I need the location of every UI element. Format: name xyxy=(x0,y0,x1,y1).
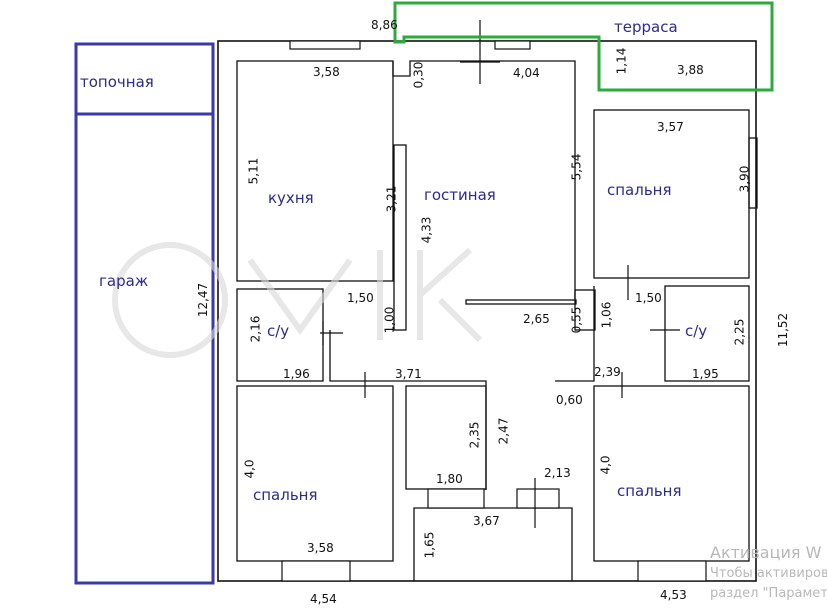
dim-label: 11,52 xyxy=(776,312,791,348)
dim-label: 3,58 xyxy=(307,541,334,555)
dim-label: 2,65 xyxy=(523,312,550,326)
dim-label: 3,21 xyxy=(384,185,399,213)
dim-label: 12,47 xyxy=(196,282,211,318)
room-label-bedroom-ne: спальня xyxy=(607,181,672,199)
bedroom-se-walls xyxy=(593,385,750,562)
dim-label: 4,54 xyxy=(310,592,337,606)
dim-label: 1,80 xyxy=(436,472,463,486)
dim-label: 3,58 xyxy=(313,65,340,79)
window-closet xyxy=(427,488,485,509)
dim-label: 3,67 xyxy=(473,514,500,528)
dim-label: 0,60 xyxy=(556,393,583,407)
room-label-kitchen: кухня xyxy=(268,189,314,207)
room-label-boiler: топочная xyxy=(80,73,154,91)
room-label-bathroom-left: с/у xyxy=(267,322,290,340)
dim-label: 3,90 xyxy=(737,165,752,193)
room-label-garage: гараж xyxy=(99,272,149,290)
window-kitchen xyxy=(289,40,361,50)
dim-label: 3,88 xyxy=(677,63,704,77)
living-top-wall xyxy=(392,60,576,300)
dim-label: 2,47 xyxy=(496,417,511,445)
dim-label: 1,65 xyxy=(422,531,437,559)
dim-label: 2,35 xyxy=(467,421,482,449)
dim-label: 3,57 xyxy=(657,120,684,134)
activation-watermark-line: раздел "Парамет xyxy=(710,586,827,601)
terrace-outline xyxy=(393,1,774,92)
dim-label: 5,11 xyxy=(246,157,261,185)
dim-label: 2,16 xyxy=(248,315,263,343)
garage-room-outline xyxy=(74,112,215,585)
closet-wall xyxy=(574,289,596,331)
dim-label: 1,14 xyxy=(614,47,629,75)
dim-label: 1,06 xyxy=(599,301,614,329)
dim-label: 8,86 xyxy=(371,18,398,32)
window-east xyxy=(748,137,758,209)
hall-wall-right xyxy=(555,286,595,382)
dim-label: 1,96 xyxy=(283,367,310,381)
window-se xyxy=(637,560,707,582)
activation-watermark-line: Чтобы активиров xyxy=(710,566,827,581)
dim-label: 0,30 xyxy=(411,61,426,89)
dim-label: 2,39 xyxy=(594,365,621,379)
door-entry xyxy=(516,488,560,509)
outer-wall-outer xyxy=(217,40,757,582)
dim-label: 0,55 xyxy=(569,306,584,334)
hall-wall xyxy=(329,330,487,490)
outer-walls xyxy=(217,40,757,582)
dim-label: 4,33 xyxy=(419,216,434,244)
dim-label: 1,50 xyxy=(635,291,662,305)
window-living xyxy=(494,40,531,50)
vestibule-walls xyxy=(413,507,573,581)
dim-label: 4,0 xyxy=(242,459,257,479)
central-partition xyxy=(393,144,407,331)
activation-watermark-title: Активация W xyxy=(710,543,822,562)
dim-label: 1,95 xyxy=(692,367,719,381)
dim-label: 2,25 xyxy=(732,318,747,346)
window-sw xyxy=(281,560,351,582)
room-label-terrace: терраса xyxy=(614,18,678,36)
door-marks xyxy=(320,20,680,528)
living-bottom-partition xyxy=(465,299,577,305)
dim-label: 2,13 xyxy=(544,466,571,480)
dim-label: 1,50 xyxy=(347,291,374,305)
kitchen-walls xyxy=(236,60,394,282)
bedroom-sw-walls xyxy=(236,385,394,562)
dim-label: 4,0 xyxy=(598,455,613,475)
watermark-logo xyxy=(112,242,483,358)
room-label-bedroom-se: спальня xyxy=(617,482,682,500)
room-label-living: гостиная xyxy=(424,186,496,204)
room-label-bathroom-right: с/у xyxy=(685,322,708,340)
dim-label: 4,53 xyxy=(660,588,687,602)
windows xyxy=(281,40,707,582)
room-label-bedroom-sw: спальня xyxy=(253,486,318,504)
dim-label: 5,54 xyxy=(569,153,584,181)
dim-label: 1,00 xyxy=(382,306,397,334)
dim-label: 4,04 xyxy=(513,66,540,80)
dim-label: 3,71 xyxy=(395,367,422,381)
bathroom-right-walls xyxy=(664,285,750,382)
garage-outline xyxy=(74,42,215,585)
